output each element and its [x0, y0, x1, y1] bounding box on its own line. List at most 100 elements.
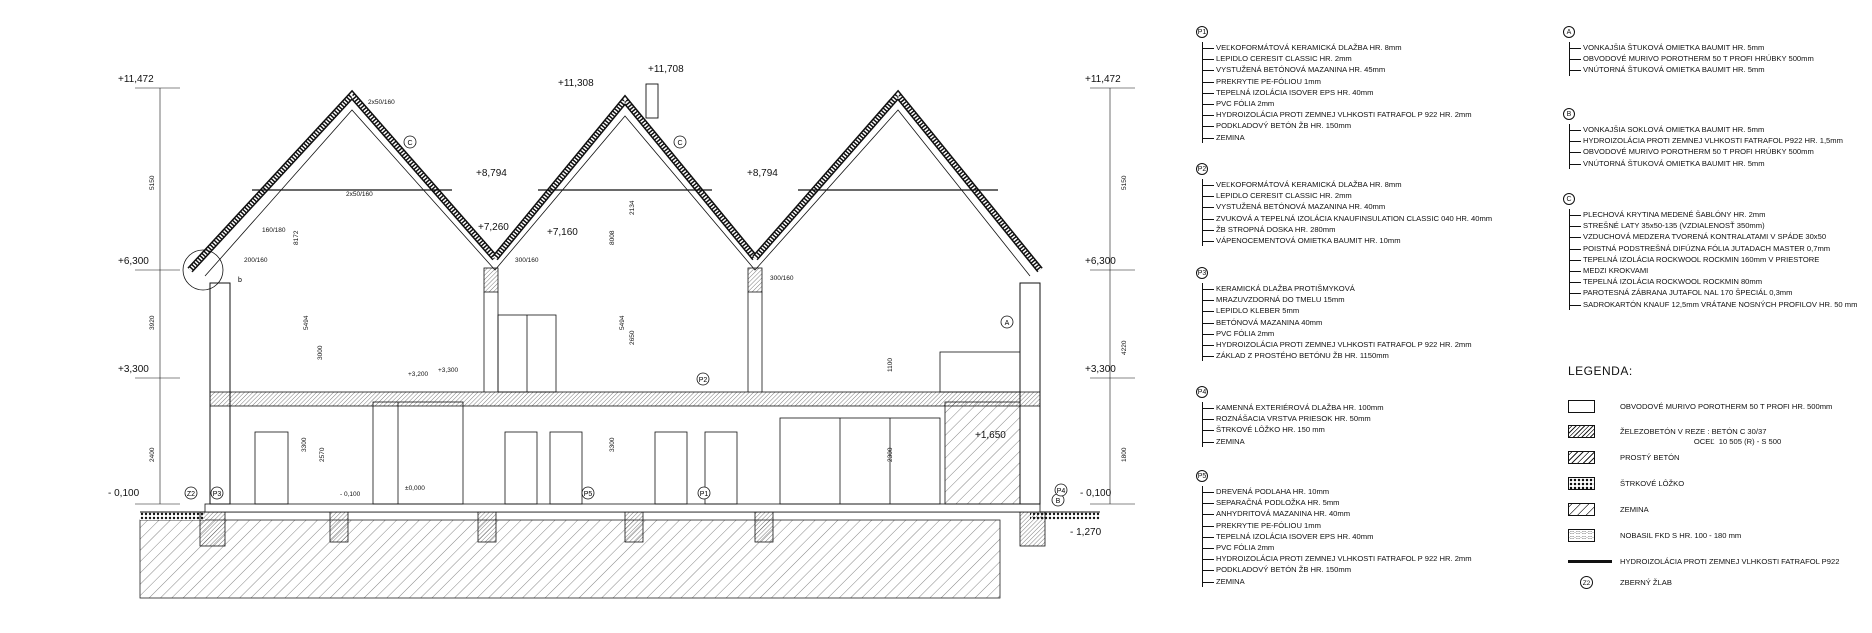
first-floor-slab: [209, 391, 1041, 407]
spec-line: BETÓNOVÁ MAZANINA 40mm: [1203, 317, 1472, 328]
level-left-ground: - 0,100: [108, 488, 140, 499]
legend-label-soil: ZEMINA: [1620, 505, 1649, 514]
spec-line: OBVODOVÉ MURIVO POROTHERM 50 T PROFI HRÚ…: [1570, 146, 1843, 157]
chimney: [645, 83, 659, 119]
spec-line: HYDROIZOLÁCIA PROTI ZEMNEJ VLHKOSTI FATR…: [1203, 554, 1472, 564]
spec-line: PLECHOVÁ KRYTINA MEDENÉ ŠABLÓNY HR. 2mm: [1569, 209, 1857, 220]
spec-line: ZÁKLAD Z PROSTÉHO BETÓNU ŽB HR. 1150mm: [1203, 350, 1472, 361]
spec-line: TEPELNÁ IZOLÁCIA ISOVER EPS HR. 40mm: [1203, 87, 1472, 98]
spec-line: ROZNÁŠACIA VRSTVA PRIESOK HR. 50mm: [1203, 413, 1384, 424]
spec-line: ZEMINA: [1203, 132, 1472, 143]
spec-line: KAMENNÁ EXTERIÉROVÁ DLAŽBA HR. 100mm: [1203, 403, 1384, 412]
spec-line: VYSTUŽENÁ BETÓNOVÁ MAZANINA HR. 40mm: [1202, 201, 1492, 212]
spec-line: LEPIDLO CERESIT CLASSIC HR. 2mm: [1202, 190, 1492, 201]
spec-p3-badge: P3: [1196, 267, 1208, 279]
legend-swatch-gutter: Z2: [1580, 576, 1593, 589]
dim-left-2: 3920: [149, 315, 156, 330]
spec-line: VONKAJŠIA ŠTUKOVÁ OMIETKA BAUMIT HR. 5mm: [1570, 42, 1814, 53]
level-left-eave: +6,300: [118, 256, 149, 267]
dim-right-1: 5150: [1121, 175, 1128, 190]
level-beam-b: +7,160: [547, 227, 578, 238]
ground-gravel-right: [1030, 512, 1100, 520]
legend-label-waterproofing: HYDROIZOLÁCIA PROTI ZEMNEJ VLHKOSTI FATR…: [1620, 557, 1840, 566]
spec-line: VNÚTORNÁ ŠTUKOVÁ OMIETKA BAUMIT HR. 5mm: [1570, 158, 1843, 169]
dim-h9: 3300: [301, 437, 308, 452]
spec-line: VONKAJŠIA SOKLOVÁ OMIETKA BAUMIT HR. 5mm: [1570, 124, 1843, 135]
svg-text:A: A: [1005, 320, 1010, 327]
roof-member-6: 300/160: [770, 275, 794, 282]
level-right-ground: - 0,100: [1080, 488, 1112, 499]
level-valley-a: +8,794: [476, 168, 507, 179]
level-valley-b: +8,794: [747, 168, 778, 179]
spec-b-badge: B: [1563, 108, 1575, 120]
legend-label-insulation: NOBASIL FKD S HR. 100 - 180 mm: [1620, 531, 1742, 540]
dim-h12: 2300: [887, 447, 894, 462]
dim-h6: 2134: [629, 200, 636, 215]
level-left-floor: +3,300: [118, 364, 149, 375]
spec-line: VEĽKOFORMÁTOVÁ KERAMICKÁ DLAŽBA HR. 8mm: [1203, 42, 1472, 53]
legend-label-gutter: ZBERNÝ ŽLAB: [1620, 578, 1672, 587]
spec-line: PVC FÓLIA 2mm: [1203, 542, 1472, 553]
spec-c: C PLECHOVÁ KRYTINA MEDENÉ ŠABLÓNY HR. 2m…: [1563, 193, 1868, 318]
section-drawing: +11,472 +11,472 +11,308 +11,708 +8,794 +…: [108, 64, 1135, 599]
legend-item-reinforced: ŽELEZOBETÓN V REZE : BETÓN C 30/37 OCEĽ …: [1568, 425, 1872, 447]
dim-h1: 5494: [303, 315, 310, 330]
spec-line: TEPELNÁ IZOLÁCIA ISOVER EPS HR. 40mm: [1203, 531, 1472, 542]
spec-line: KERAMICKÁ DLAŽBA PROTIŠMYKOVÁ: [1203, 283, 1472, 294]
soil-mass: [139, 519, 1001, 599]
svg-text:B: B: [1056, 498, 1061, 505]
dim-left-1: 5150: [149, 175, 156, 190]
spec-line: TEPELNÁ IZOLÁCIA ROCKWOOL ROCKMIN 160mm …: [1569, 254, 1857, 265]
svg-text:Z2: Z2: [187, 491, 195, 498]
spec-line: ANHYDRITOVÁ MAZANINA HR. 40mm: [1203, 508, 1472, 519]
dim-h5: 5494: [619, 315, 626, 330]
level-zero: ±0,000: [405, 485, 425, 492]
level-window-sill: +1,650: [975, 430, 1006, 441]
legend-label-reinforced: ŽELEZOBETÓN V REZE : BETÓN C 30/37 OCEĽ …: [1620, 427, 1782, 446]
spec-p1: P1 VEĽKOFORMÁTOVÁ KERAMICKÁ DLAŽBA HR. 8…: [1196, 26, 1536, 146]
roof-member-5: 300/160: [515, 257, 539, 264]
valley-posts: [483, 267, 763, 293]
legend-item-gravel: ŠTRKOVÉ LÔŽKO: [1568, 477, 1872, 495]
spec-line: ZEMINA: [1203, 436, 1384, 447]
spec-p4-badge: P4: [1196, 386, 1208, 398]
legend-swatch-masonry: [1568, 400, 1595, 413]
spec-c-badge: C: [1563, 193, 1575, 205]
spec-line: ZEMINA: [1203, 576, 1472, 587]
spec-p1-badge: P1: [1196, 26, 1208, 38]
legend-label-gravel: ŠTRKOVÉ LÔŽKO: [1620, 479, 1685, 488]
svg-text:P2: P2: [699, 377, 708, 384]
spec-line: PVC FÓLIA 2mm: [1203, 98, 1472, 109]
legend-label-plain-concrete: PROSTÝ BETÓN: [1620, 453, 1680, 462]
spec-line: DREVENÁ PODLAHA HR. 10mm: [1203, 486, 1472, 497]
level-axes: [135, 87, 1135, 505]
spec-line: LEPIDLO CERESIT CLASSIC HR. 2mm: [1203, 53, 1472, 64]
legend-item-waterproofing: HYDROIZOLÁCIA PROTI ZEMNEJ VLHKOSTI FATR…: [1568, 555, 1872, 573]
level-right-top: +11,472: [1085, 74, 1121, 85]
spec-line: HYDROIZOLÁCIA PROTI ZEMNEJ VLHKOSTI FATR…: [1203, 110, 1472, 120]
legend-swatch-insulation: [1568, 529, 1595, 542]
level-mid-ridge: +11,308: [558, 78, 594, 89]
spec-line: PREKRYTIE PE-FÓLIOU 1mm: [1203, 520, 1472, 531]
svg-text:P3: P3: [213, 491, 222, 498]
legend-item-gutter: Z2 ZBERNÝ ŽLAB: [1568, 576, 1872, 594]
spec-line: PODKLADOVÝ BETÓN ŽB HR. 150mm: [1203, 120, 1472, 131]
legend-swatch-gravel: [1568, 477, 1595, 490]
level-right-floor: +3,300: [1085, 364, 1116, 375]
roof-member-4: 200/160: [244, 257, 268, 264]
level-right-eave: +6,300: [1085, 256, 1116, 267]
dim-h4: 8008: [609, 230, 616, 245]
spec-line: PVC FÓLIA 2mm: [1203, 328, 1472, 339]
svg-text:C: C: [677, 140, 682, 147]
level-beam-a: +7,260: [478, 222, 509, 233]
interior-structure: [254, 292, 1021, 505]
roof-member-3: 2x50/160: [346, 191, 373, 198]
spec-line: HYDROIZOLÁCIA PROTI ZEMNEJ VLHKOSTI FATR…: [1570, 136, 1843, 146]
spec-p5-badge: P5: [1196, 470, 1208, 482]
spec-a: A VONKAJŠIA ŠTUKOVÁ OMIETKA BAUMIT HR. 5…: [1563, 26, 1863, 81]
legend-swatch-reinforced: [1568, 425, 1595, 438]
spec-line: HYDROIZOLÁCIA PROTI ZEMNEJ VLHKOSTI FATR…: [1203, 340, 1472, 350]
